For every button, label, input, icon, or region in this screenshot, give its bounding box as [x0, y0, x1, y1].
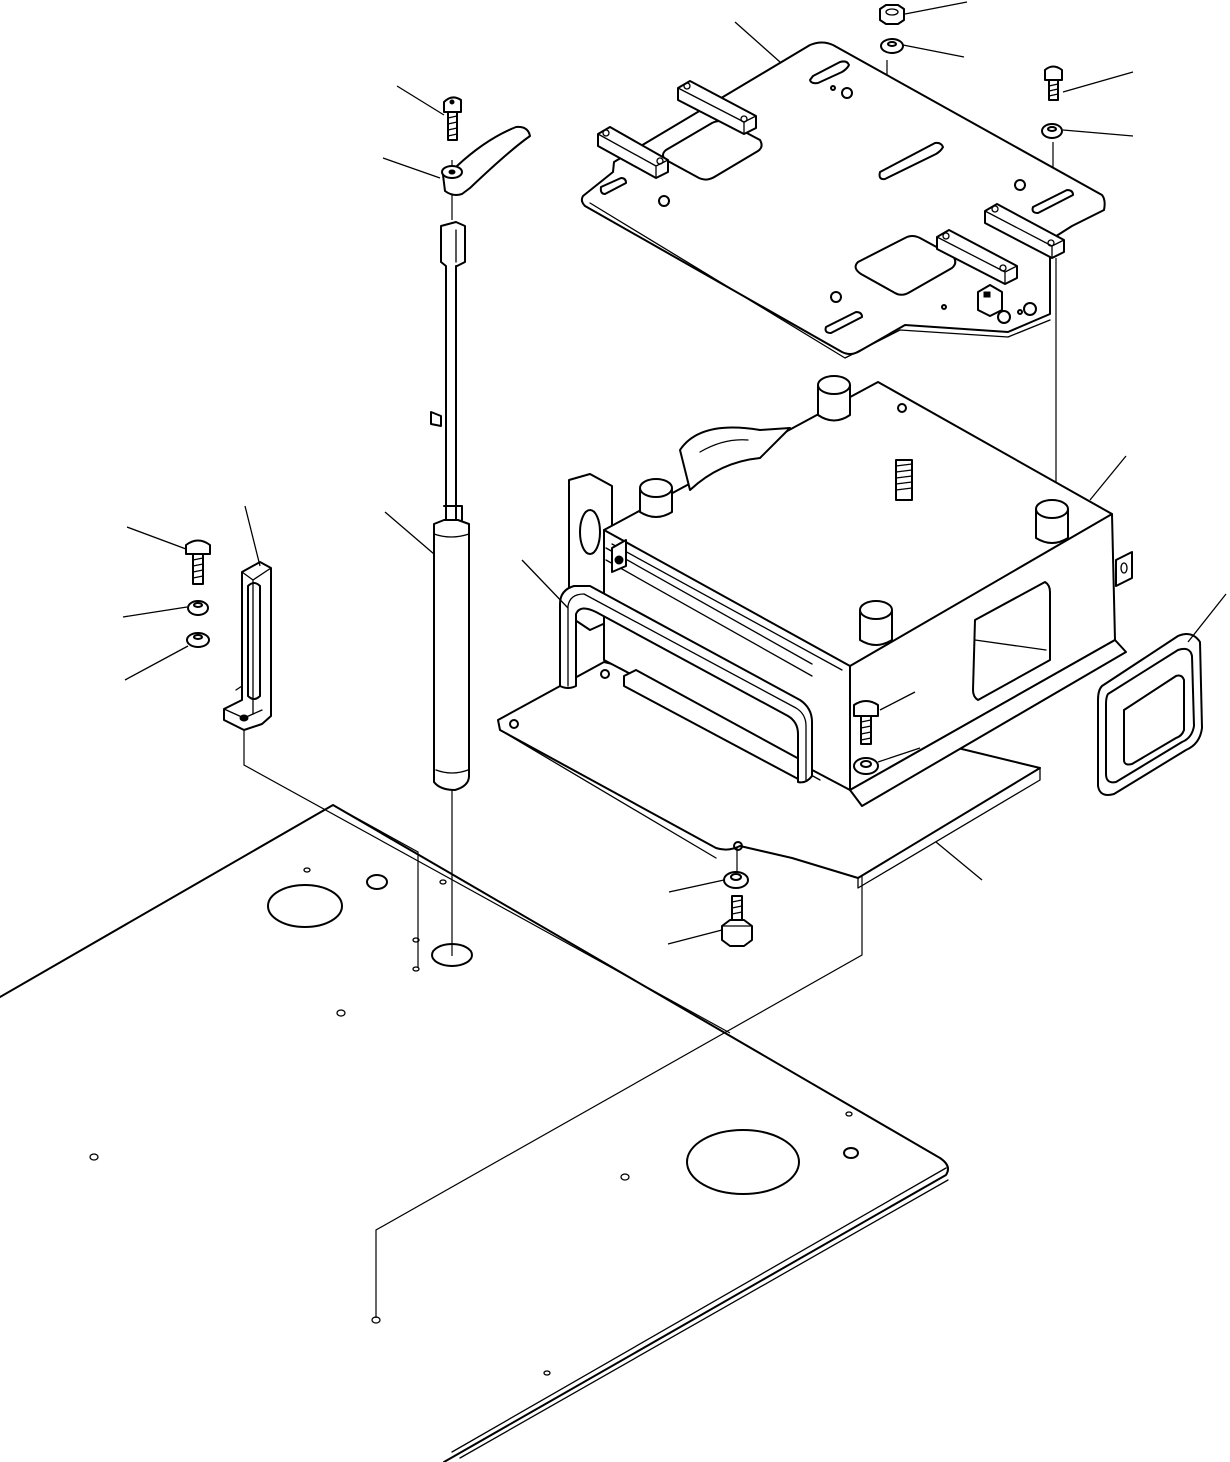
console-box: [498, 376, 1132, 888]
rubber-grommet: [1098, 634, 1202, 795]
floor-plate: [0, 805, 948, 1462]
guide-bracket: [224, 562, 271, 730]
seat-mount-plate: [582, 43, 1105, 359]
nut-stud-bottom: [722, 896, 752, 946]
u-handle: [560, 586, 812, 782]
gas-spring: [431, 222, 469, 790]
washer-box-bottom: [724, 872, 748, 888]
release-lever: [442, 127, 530, 195]
bolt-box-front: [854, 701, 878, 744]
callout-leader-lines: [123, 2, 1226, 944]
lever-screw: [444, 97, 461, 140]
bolt-left: [186, 541, 210, 585]
bolt-top-right: [1045, 67, 1062, 101]
spring-washer-left: [188, 601, 208, 615]
hex-nut-top: [880, 5, 904, 24]
washer-right: [1042, 124, 1062, 138]
washer-box-front: [854, 758, 878, 774]
washer-top: [881, 39, 903, 53]
flat-washer-left: [187, 633, 209, 647]
